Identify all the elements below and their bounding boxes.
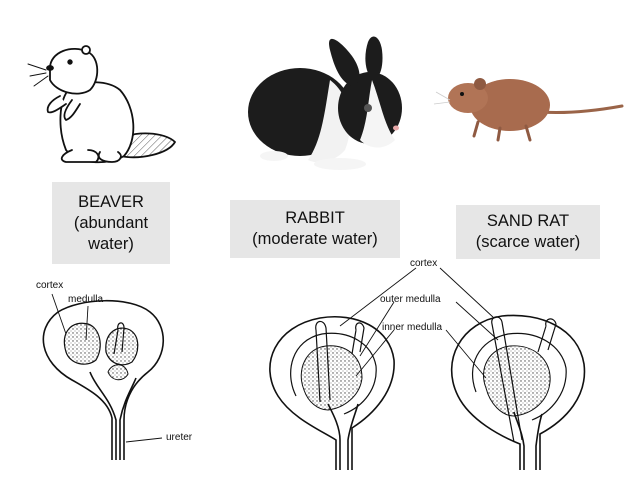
sand-rat-photo (433, 78, 624, 142)
rabbit-blaze (360, 80, 395, 148)
sand-rat-name: SAND RAT (486, 212, 570, 230)
rabbit-nephron-b (351, 322, 365, 355)
inner-medulla-label: inner medulla (382, 322, 443, 333)
beaver-arm-left (46, 95, 67, 114)
sand-rat-eye (460, 92, 464, 96)
beaver-head (49, 47, 99, 95)
beaver-eye (67, 59, 73, 65)
beaver-drawing (27, 45, 176, 164)
outer-medulla-leader-sandrat (455, 301, 499, 341)
sand-rat-kidney (450, 314, 586, 470)
rabbit-back-foot (260, 151, 288, 161)
rabbit-condition: (moderate water) (252, 230, 378, 248)
cortex-leader-rabbit (339, 267, 417, 327)
beaver-name: BEAVER (78, 192, 144, 211)
outer-medulla-leader-rabbit (359, 301, 395, 357)
beaver-whiskers (27, 63, 49, 87)
right-leaders (339, 267, 499, 379)
rabbit-front-paws (314, 158, 366, 170)
sand-rat-head (448, 83, 488, 113)
beaver-kidney-outline (42, 299, 164, 460)
sand-rat-condition: (scarce water) (475, 233, 581, 251)
rabbit-eye (364, 104, 372, 112)
cortex-leader-sandrat (439, 267, 495, 319)
beaver-arm-right (63, 99, 81, 121)
rabbit-name: RABBIT (285, 209, 345, 227)
cortex-label-right: cortex (410, 258, 438, 269)
ureter-leader (125, 437, 163, 443)
sand-rat-tail (538, 104, 624, 115)
outer-medulla-label: outer medulla (380, 294, 441, 305)
ureter-label: ureter (166, 432, 193, 443)
rabbit-medulla (300, 345, 363, 411)
beaver-condition-line1: (abundant (73, 213, 149, 232)
inner-medulla-leader-sandrat (445, 329, 487, 379)
inner-medulla-leader-rabbit (355, 329, 395, 377)
beaver-label: BEAVER (abundant water) (52, 182, 170, 264)
medulla-label: medulla (68, 294, 104, 305)
beaver-nose (46, 65, 54, 71)
rabbit-kidney (269, 316, 395, 470)
rabbit-nephron-a (315, 320, 331, 403)
rabbit-photo (248, 36, 402, 170)
sand-rat-body (470, 79, 550, 131)
rabbit-nose (393, 125, 399, 131)
beaver-ear (81, 45, 91, 55)
rabbit-pelvis (327, 403, 359, 470)
rabbit-label: RABBIT (moderate water) (230, 200, 400, 258)
beaver-body (59, 81, 135, 164)
medulla-leader (85, 305, 89, 341)
sand-rat-medulla (482, 345, 551, 417)
beaver-medulla-lower (107, 364, 129, 381)
sand-rat-nephron-a (491, 316, 523, 443)
sand-rat-ear (474, 78, 486, 90)
beaver-medulla-left (63, 322, 101, 365)
cortex-leader-left (51, 293, 67, 335)
beaver-feet (60, 149, 122, 163)
rabbit-ear-right (365, 36, 383, 80)
sand-rat-legs (472, 120, 532, 142)
cortex-label-left: cortex (36, 280, 64, 291)
beaver-nephron-loop (113, 322, 125, 355)
sand-rat-kidney-outline (450, 314, 586, 470)
beaver-kidney-pelvis (89, 371, 137, 460)
sand-rat-nephron-b (537, 318, 557, 353)
beaver-condition-line2: water) (88, 234, 134, 253)
beaver-medulla-right (105, 327, 139, 366)
rabbit-ear-left (329, 38, 360, 86)
sand-rat-whiskers (433, 91, 451, 105)
rabbit-kidney-outline (269, 316, 395, 470)
sand-rat-label: SAND RAT (scarce water) (456, 205, 600, 259)
beaver-kidney (42, 293, 164, 460)
sand-rat-cortex-inner (472, 332, 567, 421)
